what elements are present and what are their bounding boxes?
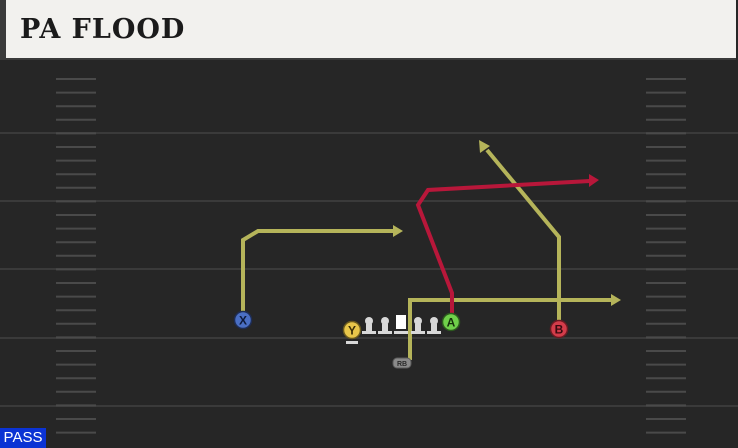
route-a [415,179,591,316]
player-x-label: X [239,314,247,328]
player-rb-label: RB [397,361,407,368]
play-type-badge: PASS [0,428,46,448]
title-bar: PA FLOOD [0,0,736,60]
title-accent [0,0,6,60]
lineman-icon [427,317,441,334]
player-rb: RB [392,357,412,369]
route-x-arrow [393,225,403,237]
player-a-label: A [447,316,456,330]
play-title: PA FLOOD [20,14,186,45]
route-rb [408,298,612,360]
lineman-icon [362,317,376,334]
hash-marks-right [646,78,686,434]
route-b-arrow [479,140,490,153]
yard-lines [0,132,738,407]
player-y: Y [342,320,362,344]
player-y-stance [346,341,358,344]
route-rb-arrow [611,294,621,306]
offensive-line [362,315,441,334]
player-a: A [441,312,461,332]
hash-marks-left [56,78,96,434]
routes [241,140,621,360]
player-y-label: Y [348,324,356,338]
player-b-label: B [555,323,564,337]
route-x [241,229,395,320]
player-x: X [233,310,253,330]
route-a-arrow [589,174,599,187]
lineman-icon [411,317,425,334]
center-icon [394,315,408,334]
lineman-icon [378,317,392,334]
player-b: B [549,319,569,339]
